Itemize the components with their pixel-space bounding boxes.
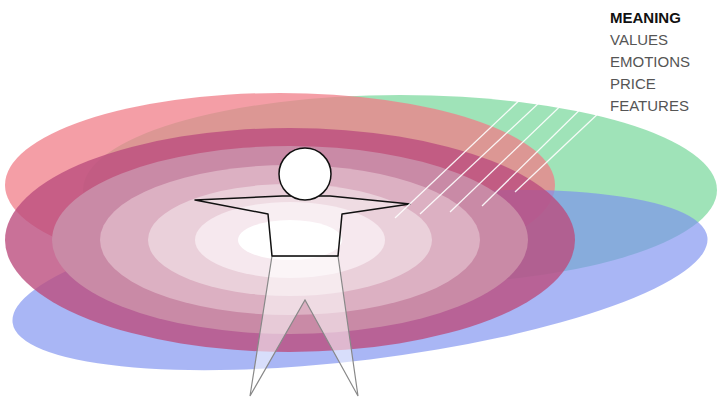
ring-label: MEANING: [610, 9, 681, 27]
ring-label: VALUES: [610, 31, 668, 49]
figure-body: [195, 196, 410, 256]
leader-lines: [395, 22, 602, 218]
figure-legs: [250, 256, 358, 396]
ring-label: PRICE: [610, 75, 656, 93]
ring-label: EMOTIONS: [610, 53, 690, 71]
ring-label: FEATURES: [610, 97, 689, 115]
figure-head: [279, 148, 331, 200]
